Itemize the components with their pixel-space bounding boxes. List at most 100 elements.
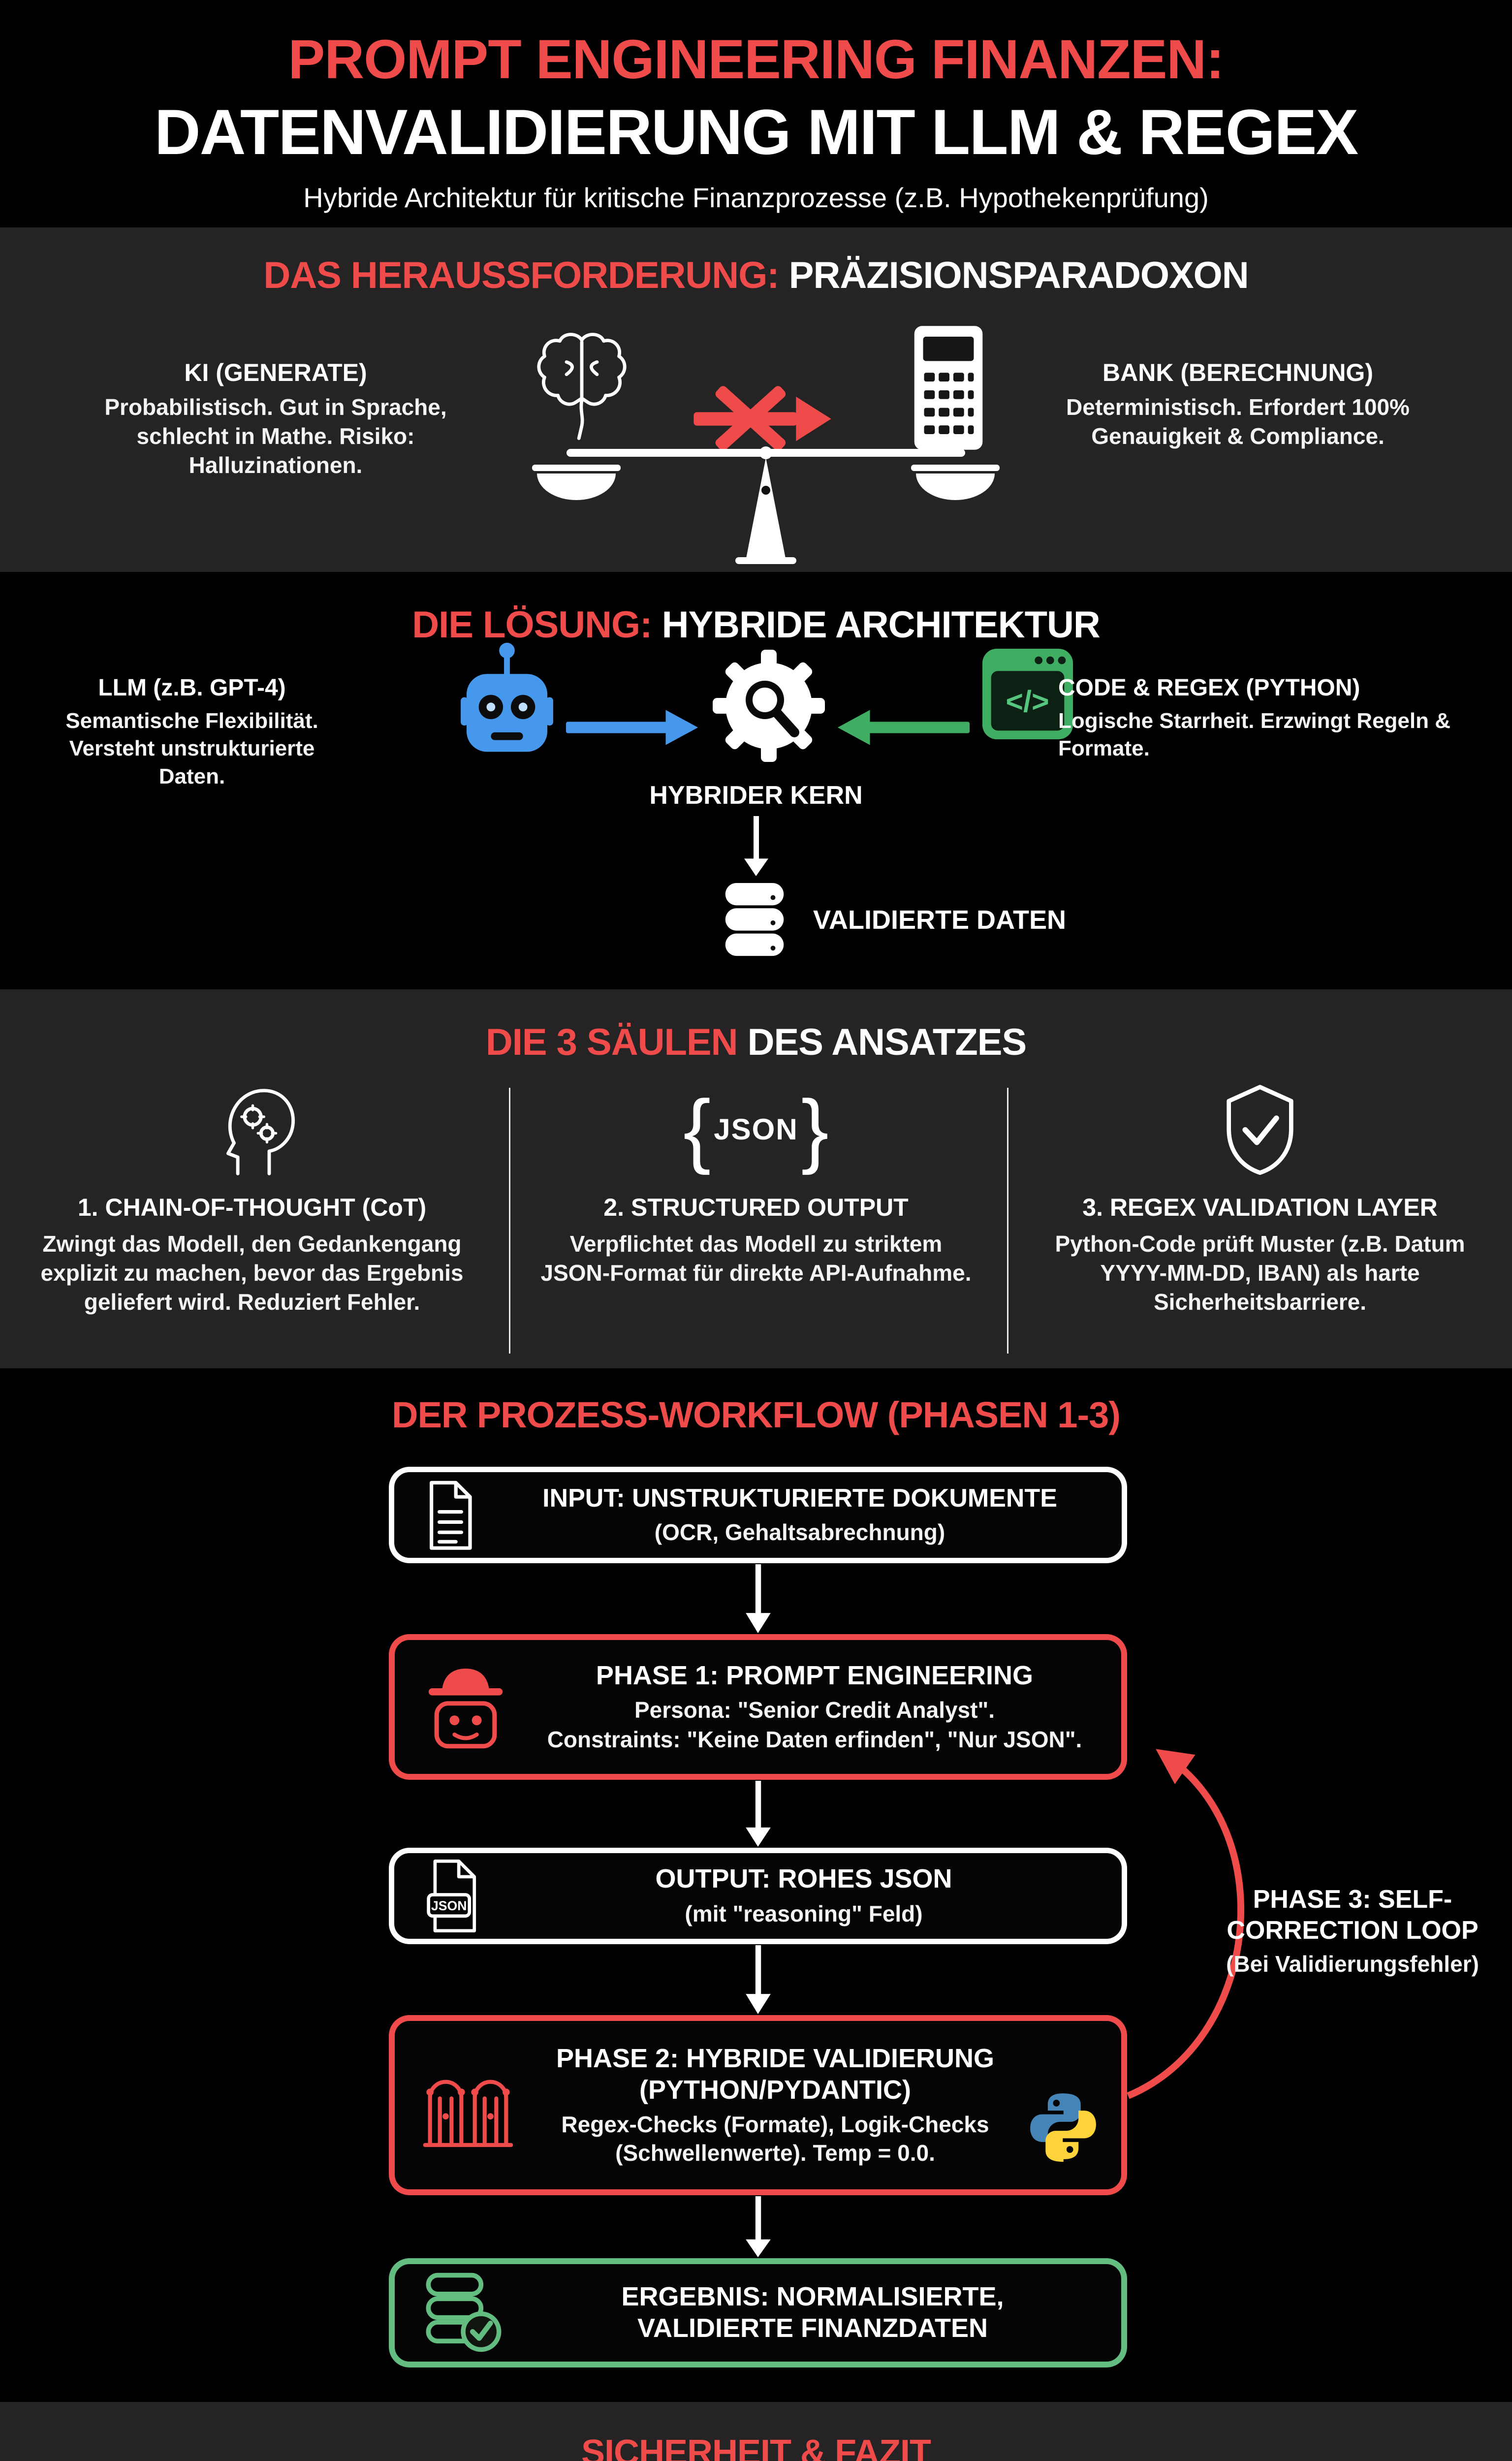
pillars-heading: DIE 3 SÄULEN DES ANSATZES bbox=[0, 989, 1512, 1064]
phase3-subtitle: (Bei Validierungsfehler) bbox=[1226, 1951, 1479, 1977]
result-title-line1: ERGEBNIS: NORMALISIERTE, bbox=[621, 2282, 1004, 2312]
ki-column: KI (GENERATE) Probabilistisch. Gut in Sp… bbox=[59, 358, 492, 480]
code-column: CODE & REGEX (PYTHON) Logische Starrheit… bbox=[1058, 674, 1462, 763]
workflow-input-text: INPUT: UNSTRUKTURIERTE DOKUMENTE (OCR, G… bbox=[478, 1483, 1122, 1547]
phase3-title: PHASE 3: SELF-CORRECTION LOOP bbox=[1227, 1885, 1479, 1945]
pillar-regex-layer: 3. REGEX VALIDATION LAYER Python-Code pr… bbox=[1024, 1082, 1496, 1317]
code-body: Logische Starrheit. Erzwingt Regeln & Fo… bbox=[1058, 709, 1451, 761]
challenge-section: DAS HERAUSSFORDERUNG: PRÄZISIONSPARADOXO… bbox=[0, 227, 1512, 572]
workflow-output-box: JSON OUTPUT: ROHES JSON (mit "reasoning"… bbox=[389, 1848, 1127, 1944]
challenge-heading-accent: DAS HERAUSSFORDERUNG: bbox=[263, 254, 779, 296]
llm-title: LLM (z.B. GPT-4) bbox=[98, 675, 286, 701]
brace-close: } bbox=[801, 1083, 829, 1175]
input-title: INPUT: UNSTRUKTURIERTE DOKUMENTE bbox=[542, 1483, 1057, 1513]
pillars-section: DIE 3 SÄULEN DES ANSATZES bbox=[0, 989, 1512, 1368]
pillar-regex-title: 3. REGEX VALIDATION LAYER bbox=[1082, 1194, 1438, 1221]
phase1-line2: Constraints: "Keine Daten erfinden", "Nu… bbox=[547, 1726, 1082, 1752]
pillars-heading-rest: DES ANSATZES bbox=[747, 1021, 1027, 1063]
pillar-cot: 1. CHAIN-OF-THOUGHT (CoT) Zwingt das Mod… bbox=[16, 1082, 488, 1317]
main-subtitle: Hybride Architektur für kritische Finanz… bbox=[303, 182, 1209, 213]
main-title-accent: PROMPT ENGINEERING FINANZEN: bbox=[288, 29, 1225, 90]
security-section: SICHERHEIT & FAZIT DATENSCHUTZ (YMYL) PI… bbox=[0, 2402, 1512, 2461]
hybrid-core-label: HYBRIDER KERN bbox=[649, 781, 863, 810]
solution-section: DIE LÖSUNG: HYBRIDE ARCHITEKTUR LLM (z.B… bbox=[0, 572, 1512, 989]
solution-heading-rest: HYBRIDE ARCHITEKTUR bbox=[662, 604, 1101, 646]
validated-database-icon bbox=[423, 2271, 504, 2355]
arrow-down-icon bbox=[746, 1945, 771, 2014]
json-file-label: JSON bbox=[431, 1898, 467, 1913]
workflow-phase1-box: PHASE 1: PROMPT ENGINEERING Persona: "Se… bbox=[389, 1634, 1127, 1780]
json-file-icon: JSON bbox=[423, 1857, 486, 1935]
balance-scale-icon bbox=[532, 446, 1000, 564]
arrow-down-icon bbox=[746, 2196, 771, 2257]
workflow-input-box: INPUT: UNSTRUKTURIERTE DOKUMENTE (OCR, G… bbox=[389, 1467, 1127, 1563]
workflow-phase2-text: PHASE 2: HYBRIDE VALIDIERUNG (PYTHON/PYD… bbox=[513, 2043, 1121, 2167]
balance-scale-graphic bbox=[510, 319, 1002, 565]
workflow-output-text: OUTPUT: ROHES JSON (mit "reasoning" Feld… bbox=[486, 1863, 1122, 1928]
challenge-heading: DAS HERAUSSFORDERUNG: PRÄZISIONSPARADOXO… bbox=[0, 227, 1512, 297]
arrow-left-icon bbox=[837, 710, 970, 745]
code-glyph: </> bbox=[1006, 685, 1049, 718]
arrow-down-icon bbox=[746, 1781, 771, 1847]
code-title: CODE & REGEX (PYTHON) bbox=[1058, 675, 1360, 701]
shield-check-icon bbox=[1024, 1082, 1496, 1176]
pillar-regex-body: Python-Code prüft Muster (z.B. Datum YYY… bbox=[1055, 1231, 1465, 1315]
phase2-title-line2: (PYTHON/PYDANTIC) bbox=[639, 2075, 911, 2105]
document-icon bbox=[423, 1479, 478, 1551]
ki-title: KI (GENERATE) bbox=[184, 359, 367, 386]
arrow-down-icon bbox=[746, 1564, 771, 1633]
json-braces-icon: { JSON } bbox=[520, 1082, 992, 1176]
json-word: JSON bbox=[714, 1112, 798, 1146]
pillar-cot-body: Zwingt das Modell, den Gedankengang expl… bbox=[40, 1231, 464, 1315]
arrow-down-icon bbox=[744, 816, 768, 876]
phase2-title-line1: PHASE 2: HYBRIDE VALIDIERUNG bbox=[556, 2043, 995, 2073]
code-icon: </> bbox=[982, 648, 1073, 740]
llm-column: LLM (z.B. GPT-4) Semantische Flexibilitä… bbox=[44, 674, 340, 790]
brain-icon bbox=[537, 333, 627, 440]
hybrid-core-gear-icon bbox=[713, 650, 825, 762]
output-title: OUTPUT: ROHES JSON bbox=[655, 1864, 952, 1894]
main-title: DATENVALIDIERUNG MIT LLM & REGEX bbox=[154, 96, 1358, 168]
validated-data-label: VALIDIERTE DATEN bbox=[813, 905, 1067, 935]
pillar-divider bbox=[1007, 1088, 1008, 1354]
head-gears-icon bbox=[16, 1082, 488, 1176]
challenge-heading-rest: PRÄZISIONSPARADOXON bbox=[788, 254, 1249, 296]
robot-icon bbox=[461, 642, 553, 752]
pillars-heading-accent: DIE 3 SÄULEN bbox=[485, 1021, 738, 1063]
llm-body: Semantische Flexibilität. Versteht unstr… bbox=[65, 709, 318, 789]
workflow-phase1-text: PHASE 1: PROMPT ENGINEERING Persona: "Se… bbox=[508, 1660, 1121, 1754]
pillar-cot-title: 1. CHAIN-OF-THOUGHT (CoT) bbox=[77, 1194, 427, 1221]
phase1-line1: Persona: "Senior Credit Analyst". bbox=[634, 1697, 995, 1723]
ki-body: Probabilistisch. Gut in Sprache, schlech… bbox=[104, 394, 447, 478]
calculator-icon bbox=[914, 326, 983, 450]
guardrail-gate-icon bbox=[423, 2060, 513, 2150]
bank-column: BANK (BERECHNUNG) Deterministisch. Erfor… bbox=[1024, 358, 1452, 451]
solution-heading-accent: DIE LÖSUNG: bbox=[412, 604, 652, 646]
input-subtitle: (OCR, Gehaltsabrechnung) bbox=[654, 1519, 945, 1545]
brace-open: { bbox=[683, 1083, 711, 1175]
phase1-title: PHASE 1: PROMPT ENGINEERING bbox=[596, 1660, 1034, 1690]
agent-robot-icon bbox=[423, 1661, 508, 1753]
workflow-result-text: ERGEBNIS: NORMALISIERTE, VALIDIERTE FINA… bbox=[504, 2281, 1121, 2344]
solution-heading: DIE LÖSUNG: HYBRIDE ARCHITEKTUR bbox=[0, 572, 1512, 646]
security-heading: SICHERHEIT & FAZIT bbox=[581, 2433, 931, 2461]
pillar-divider bbox=[509, 1088, 510, 1354]
output-subtitle: (mit "reasoning" Feld) bbox=[685, 1901, 923, 1927]
bank-title: BANK (BERECHNUNG) bbox=[1102, 359, 1373, 386]
title-section: PROMPT ENGINEERING FINANZEN: DATENVALIDI… bbox=[0, 0, 1512, 227]
pillar-structured-body: Verpflichtet das Modell zu striktem JSON… bbox=[540, 1231, 972, 1286]
workflow-section: DER PROZESS-WORKFLOW (PHASEN 1-3) bbox=[0, 1368, 1512, 2402]
pillar-structured-output: { JSON } 2. STRUCTURED OUTPUT Verpflicht… bbox=[520, 1082, 992, 1288]
pillar-structured-title: 2. STRUCTURED OUTPUT bbox=[603, 1194, 909, 1221]
arrow-right-icon bbox=[566, 710, 698, 745]
mismatch-arrow-x-icon bbox=[693, 386, 831, 451]
phase3-loop-label: PHASE 3: SELF-CORRECTION LOOP (Bei Valid… bbox=[1193, 1884, 1512, 1977]
python-icon bbox=[1030, 2093, 1096, 2162]
workflow-result-box: ERGEBNIS: NORMALISIERTE, VALIDIERTE FINA… bbox=[389, 2258, 1127, 2367]
database-icon bbox=[725, 883, 784, 956]
result-title-line2: VALIDIERTE FINANZDATEN bbox=[637, 2313, 988, 2343]
workflow-phase2-box: PHASE 2: HYBRIDE VALIDIERUNG (PYTHON/PYD… bbox=[389, 2015, 1127, 2195]
workflow-heading: DER PROZESS-WORKFLOW (PHASEN 1-3) bbox=[392, 1394, 1121, 1435]
validated-data-row: VALIDIERTE DATEN bbox=[718, 881, 1066, 959]
